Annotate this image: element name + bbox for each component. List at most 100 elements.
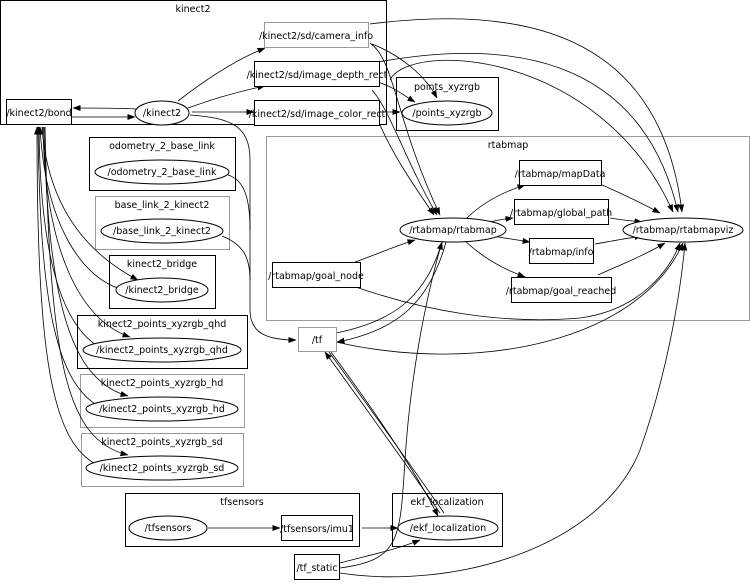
topic-label: /rtabmap/mapData bbox=[515, 169, 606, 180]
edge-rtabmap-to-tf bbox=[336, 241, 447, 344]
topic-label: /tf_static bbox=[296, 563, 337, 574]
edge-camera-info-to-points bbox=[371, 43, 438, 99]
topic-tf[interactable]: /tf bbox=[298, 327, 337, 352]
edge-odometry-to-tf bbox=[227, 174, 251, 231]
edge-goal-node-to-rtabmapviz bbox=[349, 242, 681, 321]
cluster-base-link-2-kinect2: base_link_2_kinect2 bbox=[95, 196, 230, 250]
topic-goal-reached[interactable]: /rtabmap/goal_reached bbox=[506, 277, 617, 303]
topic-image-color-rect[interactable]: /kinect2/sd/image_color_rect bbox=[249, 100, 386, 126]
edge-tf-to-rtabmap bbox=[335, 241, 443, 334]
node-ekf-localization[interactable]: /ekf_localization bbox=[397, 515, 499, 541]
cluster-label: odometry_2_base_link bbox=[109, 141, 215, 152]
edge-baselink-to-tf bbox=[221, 235, 251, 281]
cluster-label: kinect2_points_xyzrgb_hd bbox=[101, 378, 224, 389]
topic-info[interactable]: /rtabmap/info bbox=[529, 238, 594, 264]
edge-qhd-to-bond bbox=[36, 126, 106, 351]
edge-tf-static-to-ekf bbox=[339, 539, 421, 564]
node-rtabmap[interactable]: /rtabmap/rtabmap bbox=[399, 217, 507, 243]
topic-label: /kinect2/sd/image_depth_rect bbox=[247, 70, 388, 81]
cluster-label: tfsensors bbox=[220, 497, 264, 508]
cluster-label: kinect2_points_xyzrgb_qhd bbox=[98, 319, 227, 330]
cluster-kinect2: kinect2 bbox=[0, 0, 387, 125]
edge-ekf-to-tf bbox=[324, 351, 441, 514]
topic-label: /rtabmap/info bbox=[529, 247, 594, 258]
node-label: /kinect2_points_xyzrgb_sd bbox=[100, 463, 225, 474]
cluster-kinect2-points-xyzrgb-sd: kinect2_points_xyzrgb_sd bbox=[81, 433, 244, 487]
node-label: /points_xyzrgb bbox=[412, 108, 481, 119]
node-points-xyzrgb[interactable]: /points_xyzrgb bbox=[401, 100, 493, 126]
node-kinect2-points-xyzrgb-sd[interactable]: /kinect2_points_xyzrgb_sd bbox=[85, 455, 239, 481]
cluster-odometry-2-base-link: odometry_2_base_link bbox=[89, 137, 236, 191]
cluster-label: kinect2_points_xyzrgb_sd bbox=[101, 437, 222, 448]
cluster-label: rtabmap bbox=[488, 140, 529, 151]
topic-goal-node[interactable]: /rtabmap/goal_node bbox=[268, 262, 364, 288]
node-tfsensors[interactable]: /tfsensors bbox=[128, 515, 208, 541]
cluster-label: points_xyzrgb bbox=[414, 82, 480, 93]
topic-tf-static[interactable]: /tf_static bbox=[294, 554, 340, 580]
node-label: /base_link_2_kinect2 bbox=[113, 226, 211, 237]
edge-tf-to-ekf bbox=[330, 351, 439, 517]
topic-label: /kinect2/sd/image_color_rect bbox=[249, 109, 386, 120]
node-label: /odometry_2_base_link bbox=[108, 167, 217, 178]
cluster-points-xyzrgb: points_xyzrgb bbox=[396, 77, 499, 131]
topic-label: /kinect2/bond bbox=[6, 108, 71, 119]
edge-tf-static-to-rtabmapviz bbox=[339, 242, 688, 578]
edge-global-path-to-rtabmapviz bbox=[609, 217, 643, 225]
node-kinect2[interactable]: /kinect2 bbox=[134, 100, 190, 126]
cluster-label: ekf_localization bbox=[410, 497, 483, 508]
topic-bond[interactable]: /kinect2/bond bbox=[6, 99, 72, 125]
edge-goal-node-to-rtabmap bbox=[354, 239, 416, 263]
edge-camera-info-to-rtabmap bbox=[369, 42, 441, 216]
topic-label: /tfsensors/imu1 bbox=[280, 524, 354, 535]
node-base-link-2-kinect2[interactable]: /base_link_2_kinect2 bbox=[100, 218, 224, 244]
edge-hd-to-bond bbox=[35, 126, 103, 409]
node-label: /rtabmap/rtabmap bbox=[409, 225, 497, 236]
node-rtabmapviz[interactable]: /rtabmap/rtabmapviz bbox=[622, 217, 744, 243]
edge-camera-info-to-rtabmapviz bbox=[369, 18, 685, 213]
node-kinect2-points-xyzrgb-hd[interactable]: /kinect2_points_xyzrgb_hd bbox=[85, 396, 239, 422]
edge-color-to-rtabmapviz bbox=[389, 59, 674, 213]
node-label: /kinect2_points_xyzrgb_qhd bbox=[96, 345, 228, 356]
cluster-kinect2-points-xyzrgb-hd: kinect2_points_xyzrgb_hd bbox=[80, 374, 245, 428]
edge-goal-reached-to-rtabmapviz bbox=[597, 242, 666, 276]
topic-mapdata[interactable]: /rtabmap/mapData bbox=[515, 160, 606, 186]
topic-label: /rtabmap/global_path bbox=[510, 208, 612, 219]
edge-kinect2-to-bond bbox=[72, 105, 137, 112]
edge-kinect2-to-tf bbox=[189, 114, 297, 343]
edge-tf-static-to-rtabmap bbox=[339, 241, 443, 569]
edge-mapdata-to-rtabmapviz bbox=[599, 183, 661, 214]
node-odometry-2-base-link[interactable]: /odometry_2_base_link bbox=[94, 159, 230, 185]
cluster-ekf-localization: ekf_localization bbox=[392, 493, 503, 547]
node-label: /kinect2_points_xyzrgb_hd bbox=[99, 404, 225, 415]
node-label: /kinect2_bridge bbox=[125, 285, 199, 296]
edge-sd-to-bond bbox=[34, 126, 101, 467]
node-label: /kinect2 bbox=[143, 108, 181, 119]
node-label: /rtabmap/rtabmapviz bbox=[633, 225, 734, 236]
topic-image-depth-rect[interactable]: /kinect2/sd/image_depth_rect bbox=[247, 61, 388, 87]
edge-depth-to-points bbox=[377, 81, 416, 103]
topic-camera-info[interactable]: /kinect2/sd/camera_info bbox=[259, 22, 373, 48]
node-kinect2-bridge[interactable]: /kinect2_bridge bbox=[115, 277, 209, 303]
edge-bridge-to-bond bbox=[37, 126, 126, 291]
topic-label: /kinect2/sd/camera_info bbox=[259, 31, 373, 42]
topic-label: /tf bbox=[312, 335, 323, 346]
cluster-label: base_link_2_kinect2 bbox=[115, 200, 210, 211]
topic-imu1[interactable]: /tfsensors/imu1 bbox=[280, 515, 354, 541]
edge-color-to-rtabmap bbox=[377, 119, 435, 216]
topic-label: /rtabmap/goal_node bbox=[268, 271, 364, 282]
edge-tf-to-rtabmapviz bbox=[335, 242, 684, 355]
topic-label: /rtabmap/goal_reached bbox=[506, 286, 617, 297]
edge-kinect2-to-depth-rect bbox=[187, 84, 266, 109]
cluster-label: kinect2 bbox=[176, 4, 211, 15]
cluster-label: kinect2_bridge bbox=[127, 259, 197, 270]
cluster-tfsensors: tfsensors bbox=[125, 493, 360, 547]
edges bbox=[34, 18, 688, 578]
node-label: /ekf_localization bbox=[410, 523, 486, 534]
node-kinect2-points-xyzrgb-qhd[interactable]: /kinect2_points_xyzrgb_qhd bbox=[82, 337, 242, 363]
topic-global-path[interactable]: /rtabmap/global_path bbox=[510, 199, 612, 225]
edge-bond-to-sd bbox=[44, 126, 129, 457]
cluster-kinect2-bridge: kinect2_bridge bbox=[109, 255, 216, 309]
edge-depth-to-rtabmapviz bbox=[377, 52, 680, 213]
edge-rtabmap-to-mapdata bbox=[466, 184, 526, 219]
